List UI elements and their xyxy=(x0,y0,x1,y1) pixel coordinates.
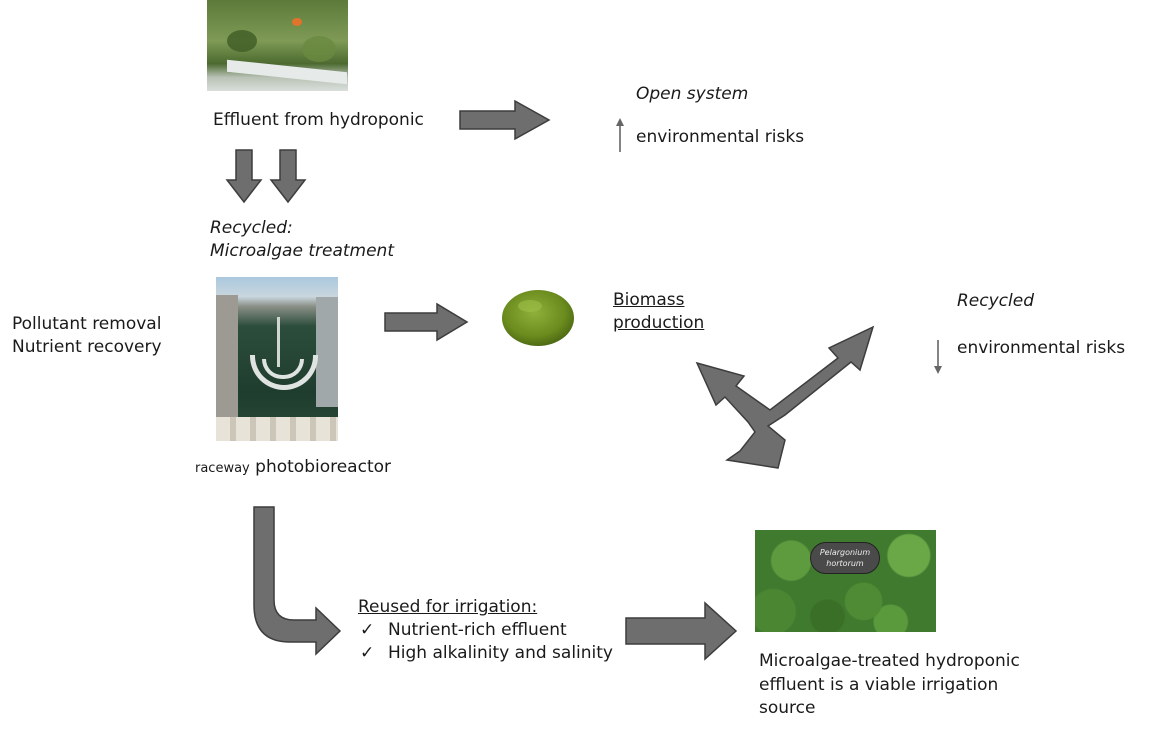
plant-tag: Pelargonium hortorum xyxy=(810,542,880,574)
reactor-name: photobioreactor xyxy=(255,457,391,477)
arrow-down-left xyxy=(225,149,263,204)
biomass-powder-image xyxy=(502,290,574,346)
conclusion-line3: source xyxy=(759,698,816,718)
arrow-to-reuse xyxy=(253,506,342,656)
plant-tag-line2: hortorum xyxy=(826,559,864,568)
left-note-pollutant: Pollutant removal xyxy=(12,314,162,334)
biomass-line2: production xyxy=(613,313,705,333)
check-icon: ✓ xyxy=(360,620,375,640)
left-note-nutrient: Nutrient recovery xyxy=(12,337,162,357)
arrow-to-biomass xyxy=(384,302,469,342)
recycled-label: Recycled xyxy=(957,291,1034,311)
checklist-item: ✓ High alkalinity and salinity xyxy=(360,642,613,665)
open-system-risk: environmental risks xyxy=(636,127,805,147)
reused-title: Reused for irrigation: xyxy=(358,597,538,617)
conclusion-line2: effluent is a viable irrigation xyxy=(759,675,999,695)
arrow-to-irrigation-result xyxy=(625,601,738,661)
plant-tag-line1: Pelargonium xyxy=(819,548,871,557)
checklist-text: High alkalinity and salinity xyxy=(388,643,613,663)
open-system-label: Open system xyxy=(636,84,749,104)
effluent-label: Effluent from hydroponic xyxy=(213,110,424,130)
reactor-label: raceway photobioreactor xyxy=(195,456,391,480)
checklist-text: Nutrient-rich effluent xyxy=(388,620,567,640)
pelargonium-photo: Pelargonium hortorum xyxy=(755,530,936,632)
reactor-prefix: raceway xyxy=(195,461,250,476)
checklist-item: ✓ Nutrient-rich effluent xyxy=(360,619,567,642)
check-icon: ✓ xyxy=(360,643,375,663)
arrow-to-open-system xyxy=(459,99,551,141)
recycled-title-line1: Recycled: xyxy=(210,218,293,238)
recycled-title-line2: Microalgae treatment xyxy=(210,241,394,261)
raceway-photo xyxy=(216,277,338,441)
arrow-down-right xyxy=(269,149,307,204)
biomass-line1: Biomass xyxy=(613,290,685,310)
recycled-risk: environmental risks xyxy=(957,338,1126,358)
greenhouse-photo xyxy=(207,0,348,91)
conclusion-line1: Microalgae-treated hydroponic xyxy=(759,651,1020,671)
